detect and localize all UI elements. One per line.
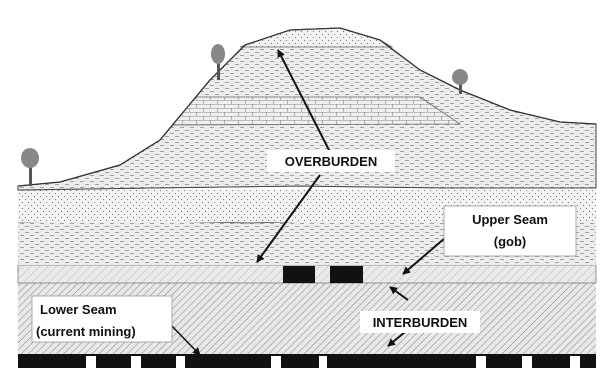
upper-seam-sublabel: (gob): [494, 234, 526, 249]
stratum-brick: [171, 96, 462, 126]
interburden-label-box: [360, 311, 480, 333]
tree-icon: [21, 148, 39, 186]
lower-seam-coal: [18, 354, 596, 368]
lower-seam-pillars: [86, 356, 580, 368]
lower-seam-label: Lower Seam: [40, 302, 117, 317]
upper-seam-coal-block-2: [330, 266, 363, 283]
tree-icon: [211, 44, 225, 80]
arrows: [167, 49, 453, 356]
overburden-label: OVERBURDEN: [285, 154, 377, 169]
ground-surface: [17, 27, 597, 187]
lower-seam-sublabel: (current mining): [36, 324, 136, 339]
lower-seam-label-box: [31, 295, 173, 343]
interburden-label: INTERBURDEN: [373, 315, 468, 330]
stratum-hilltop: [239, 27, 394, 48]
upper-seam-coal-block-1: [283, 266, 315, 283]
upper-seam-label-box: [443, 205, 577, 257]
tree-icon: [452, 69, 468, 94]
upper-seam-label: Upper Seam: [472, 212, 548, 227]
overburden-label-box: [267, 150, 395, 172]
